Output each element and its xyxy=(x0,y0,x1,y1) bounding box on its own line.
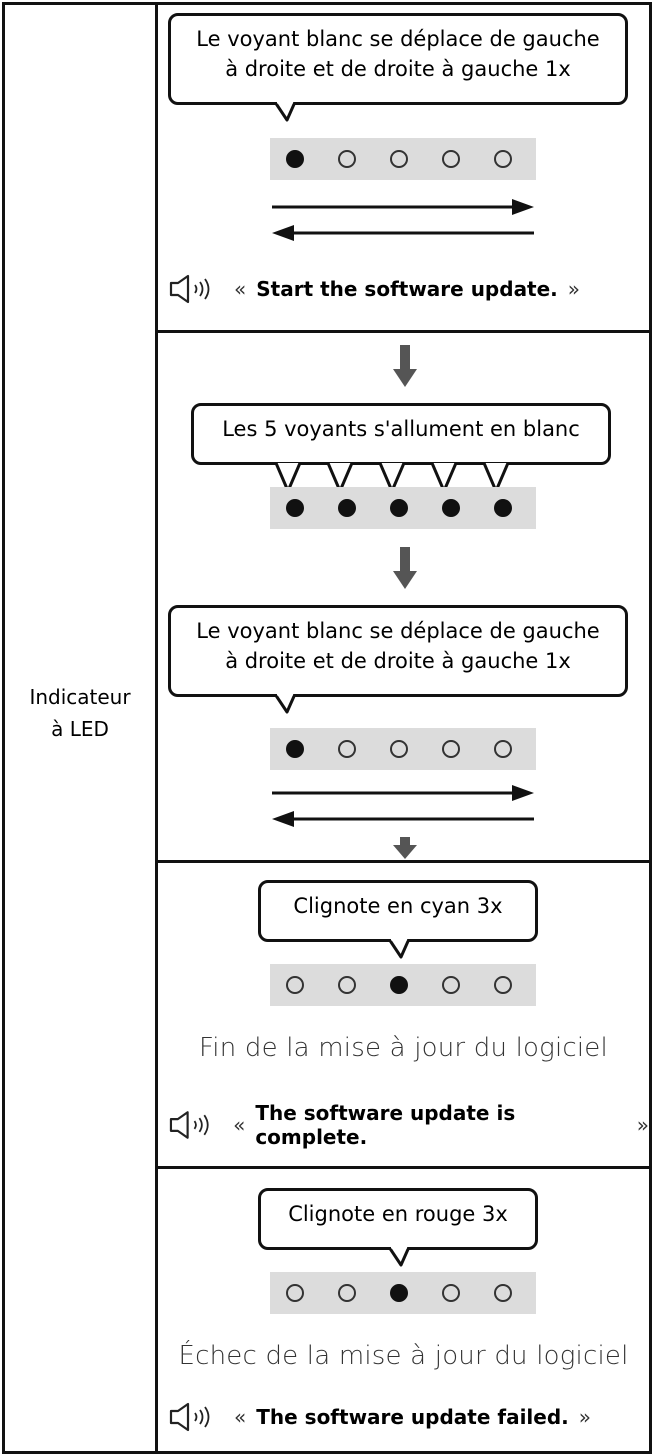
status-text-stage-5: Échec de la mise à jour du logiciel xyxy=(178,1341,629,1371)
arrow-left-icon xyxy=(272,811,534,827)
led-3 xyxy=(390,740,408,758)
led-2 xyxy=(338,150,356,168)
voice-text: Start the software update. xyxy=(256,277,558,301)
bubble-stage-4: Clignote en cyan 3x xyxy=(258,880,538,942)
arrow-left-icon xyxy=(272,225,534,241)
status-text-stage-4: Fin de la mise à jour du logiciel xyxy=(199,1033,608,1063)
bubble-stage-2-text: Les 5 voyants s'allument en blanc xyxy=(222,417,580,441)
led-4 xyxy=(442,740,460,758)
led-2 xyxy=(338,1284,356,1302)
led-1 xyxy=(286,150,304,168)
led-2 xyxy=(338,976,356,994)
bubble-pointer xyxy=(389,939,411,959)
quote-close: » xyxy=(636,1113,649,1137)
bubble-stage-2: Les 5 voyants s'allument en blanc xyxy=(191,403,611,465)
led-1 xyxy=(286,499,304,517)
row-divider xyxy=(155,1166,649,1169)
bubble-pointer xyxy=(275,102,297,122)
led-5 xyxy=(494,499,512,517)
led-3 xyxy=(390,499,408,517)
led-bar-stage-1 xyxy=(270,138,536,180)
quote-close: » xyxy=(567,277,581,301)
row-label-line1: Indicateur xyxy=(29,685,131,709)
arrow-down-icon xyxy=(393,837,417,859)
led-4 xyxy=(442,976,460,994)
speaker-sound-icon xyxy=(169,1402,210,1432)
led-1 xyxy=(286,740,304,758)
bubble-stage-3-line2: à droite et de droite à gauche 1x xyxy=(225,649,571,673)
content-column: Le voyant blanc se déplace de gauche à d… xyxy=(158,5,649,1451)
led-2 xyxy=(338,499,356,517)
led-1 xyxy=(286,1284,304,1302)
bubble-stage-3-line1: Le voyant blanc se déplace de gauche xyxy=(196,619,600,643)
voice-prompt-stage-4: « The software update is complete. » xyxy=(168,1101,649,1149)
bubble-stage-5: Clignote en rouge 3x xyxy=(258,1188,538,1250)
led-4 xyxy=(442,499,460,517)
bubble-stage-1-line2: à droite et de droite à gauche 1x xyxy=(225,57,571,81)
voice-text: The software update failed. xyxy=(256,1405,569,1429)
led-4 xyxy=(442,150,460,168)
bubble-stage-1-line1: Le voyant blanc se déplace de gauche xyxy=(196,27,600,51)
led-5 xyxy=(494,150,512,168)
led-3 xyxy=(390,976,408,994)
sweep-arrows xyxy=(272,785,534,827)
voice-prompt-stage-5: « The software update failed. » xyxy=(168,1401,591,1433)
quote-open: « xyxy=(234,277,247,301)
row-divider xyxy=(155,330,649,333)
led-3 xyxy=(390,150,408,168)
speaker-sound-icon xyxy=(169,1111,209,1139)
quote-close: » xyxy=(578,1405,592,1429)
led-3 xyxy=(390,1284,408,1302)
led-5 xyxy=(494,1284,512,1302)
row-label-line2: à LED xyxy=(51,717,109,741)
arrow-down-icon xyxy=(393,345,417,387)
bubble-pointer xyxy=(389,1247,411,1267)
voice-prompt-stage-1: « Start the software update. » xyxy=(168,273,580,305)
row-divider xyxy=(155,860,649,863)
bubble-pointer xyxy=(275,694,297,714)
speaker-sound-icon xyxy=(169,274,210,304)
voice-text: The software update is complete. xyxy=(255,1101,516,1149)
led-bar-stage-2 xyxy=(270,487,536,529)
led-4 xyxy=(442,1284,460,1302)
label-column: Indicateur à LED xyxy=(5,5,155,1451)
bubble-stage-3: Le voyant blanc se déplace de gauche à d… xyxy=(168,605,628,697)
arrow-right-icon xyxy=(272,199,534,215)
led-1 xyxy=(286,976,304,994)
bubble-stage-5-text: Clignote en rouge 3x xyxy=(288,1202,508,1226)
led-5 xyxy=(494,740,512,758)
arrow-right-icon xyxy=(272,785,534,801)
column-divider xyxy=(155,5,158,1451)
quote-open: « xyxy=(234,1405,247,1429)
led-bar-stage-4 xyxy=(270,964,536,1006)
led-2 xyxy=(338,740,356,758)
bubble-stage-4-text: Clignote en cyan 3x xyxy=(293,894,503,918)
arrow-down-icon xyxy=(393,547,417,589)
led-bar-stage-3 xyxy=(270,728,536,770)
quote-open: « xyxy=(233,1113,246,1137)
led-5 xyxy=(494,976,512,994)
led-bar-stage-5 xyxy=(270,1272,536,1314)
sweep-arrows xyxy=(272,199,534,241)
bubble-stage-1: Le voyant blanc se déplace de gauche à d… xyxy=(168,13,628,105)
